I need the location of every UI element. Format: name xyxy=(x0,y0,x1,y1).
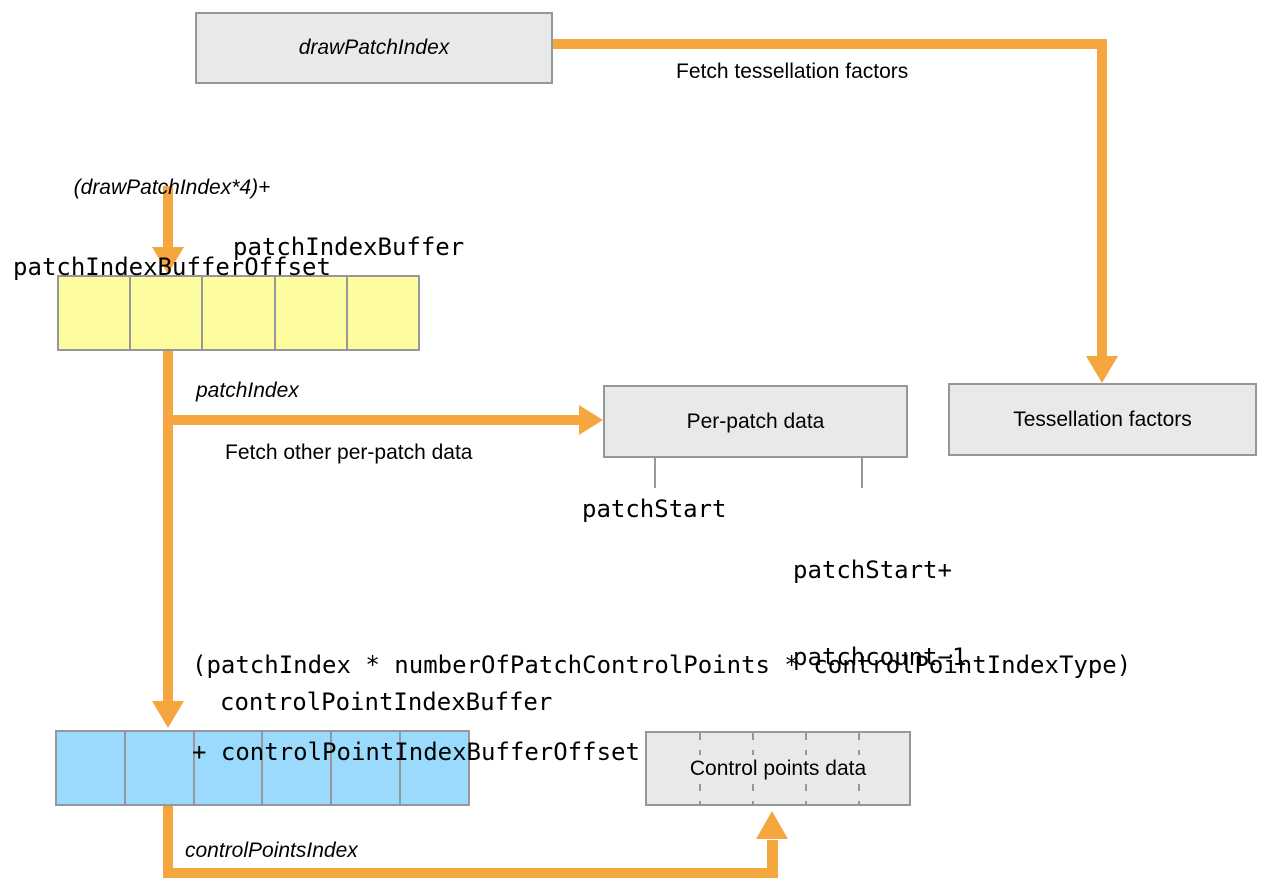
control-point-formula: (patchIndex * numberOfPatchControlPoints… xyxy=(192,593,1131,825)
buffer-cell xyxy=(194,732,264,804)
patch-index-offset-line2: patchIndexBufferOffset xyxy=(13,253,331,281)
arrow-control-points-up xyxy=(767,840,778,878)
patch-index-label: patchIndex xyxy=(196,379,299,402)
arrow-control-points-vertical xyxy=(163,806,173,868)
arrow-fetch-tess-vertical xyxy=(1097,39,1107,357)
arrowhead-into-tessellation-factors xyxy=(1086,356,1118,383)
tessellation-factors-box: Tessellation factors xyxy=(948,383,1257,456)
buffer-cell xyxy=(131,277,204,349)
control-point-index-buffer xyxy=(55,730,470,806)
buffer-cell xyxy=(125,732,195,804)
control-point-formula-line1: (patchIndex * numberOfPatchControlPoints… xyxy=(192,651,1132,679)
patch-start-label: patchStart xyxy=(582,495,727,523)
draw-patch-index-label: drawPatchIndex xyxy=(298,36,450,59)
buffer-cell xyxy=(332,732,402,804)
fetch-other-per-patch-data-label: Fetch other per-patch data xyxy=(225,441,473,464)
control-points-index-label: controlPointsIndex xyxy=(185,839,358,862)
arrow-patch-index-vertical xyxy=(163,350,173,702)
arrowhead-into-patch-index-buffer xyxy=(152,247,184,274)
draw-patch-index-box: drawPatchIndex xyxy=(195,12,553,84)
buffer-cell xyxy=(347,277,419,349)
arrow-control-points-horizontal xyxy=(163,868,778,878)
buffer-cell xyxy=(203,277,276,349)
patch-start-tick xyxy=(654,458,656,488)
patch-end-tick xyxy=(861,458,863,488)
patch-index-offset-line1: (drawPatchIndex*4)+ xyxy=(73,176,271,199)
patch-index-offset-label: (drawPatchIndex*4)+ patchIndexBufferOffs… xyxy=(12,122,332,334)
control-point-formula-line2: + controlPointIndexBufferOffset xyxy=(192,738,640,766)
arrowhead-into-control-point-index-buffer xyxy=(152,701,184,728)
buffer-cell xyxy=(401,732,468,804)
control-point-index-buffer-title: controlPointIndexBuffer xyxy=(220,688,553,716)
tessellation-factors-label: Tessellation factors xyxy=(1013,407,1192,431)
patch-start-plus-label: patchStart+ patchcount−1 xyxy=(793,498,966,730)
patch-index-buffer xyxy=(57,275,420,351)
control-points-data-label: Control points data xyxy=(681,754,875,783)
control-points-data-box: Control points data xyxy=(645,731,911,806)
buffer-cell xyxy=(59,277,132,349)
patch-index-buffer-title: patchIndexBuffer xyxy=(233,233,465,261)
patch-start-plus-line2: patchcount−1 xyxy=(793,643,967,671)
per-patch-data-box: Per-patch data xyxy=(603,385,908,458)
fetch-tessellation-factors-label: Fetch tessellation factors xyxy=(676,60,909,83)
arrow-fetch-per-patch-horizontal xyxy=(163,415,579,425)
arrowhead-into-per-patch-data xyxy=(579,405,603,435)
buffer-cell xyxy=(57,732,126,804)
buffer-cell xyxy=(275,277,348,349)
arrow-into-patch-index-buffer xyxy=(163,186,173,248)
arrow-fetch-tess-horizontal xyxy=(553,39,1107,49)
patch-start-plus-line1: patchStart+ xyxy=(793,556,952,584)
buffer-cell xyxy=(263,732,333,804)
arrowhead-into-control-points-data xyxy=(756,811,788,839)
per-patch-data-label: Per-patch data xyxy=(686,409,825,433)
